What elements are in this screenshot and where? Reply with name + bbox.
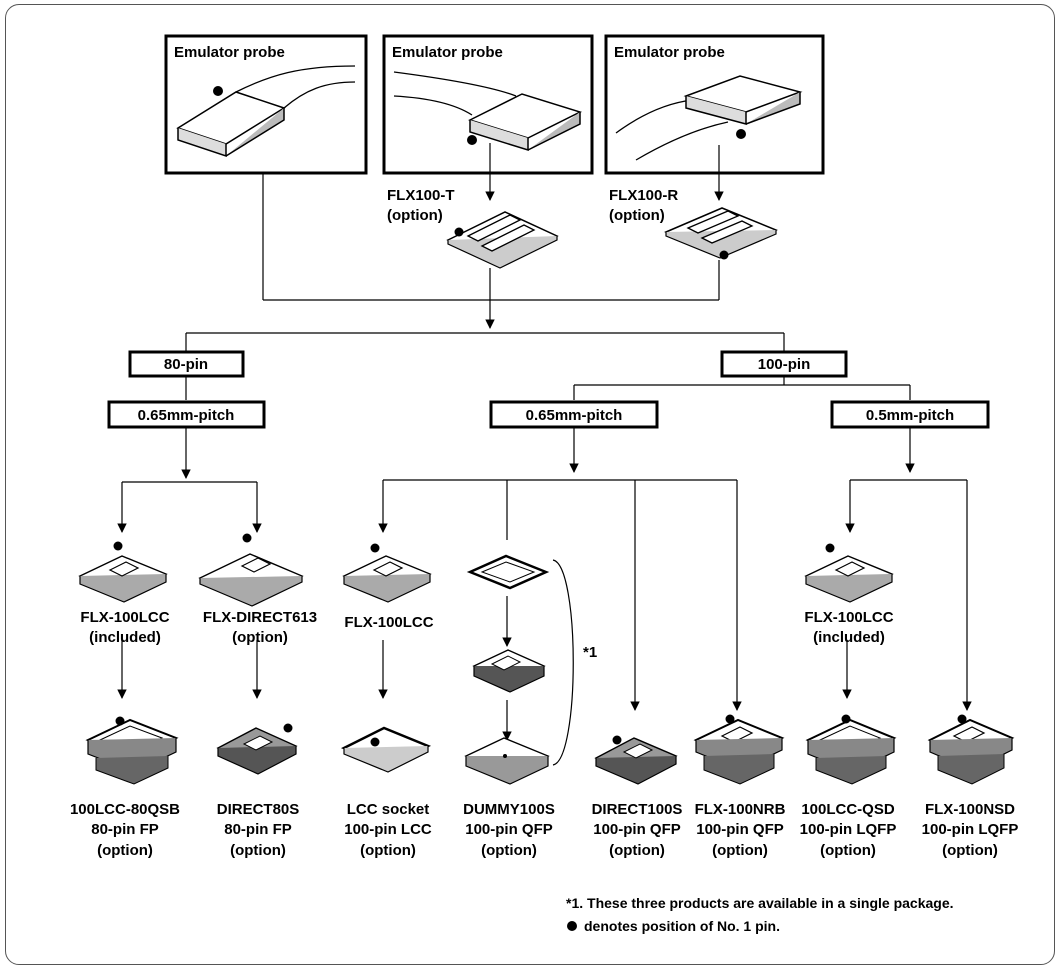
svg-text:100-pin QFP: 100-pin QFP	[465, 821, 553, 838]
pin1-dot-icon	[825, 543, 835, 553]
pitch-box-100-065: 0.65mm-pitch	[489, 400, 659, 429]
pin1-dot-icon	[213, 86, 223, 96]
adapter-name: FLX100-T	[387, 187, 455, 204]
probe-box-2: Emulator probe	[382, 34, 594, 175]
product-dummy100s: DUMMY100S 100-pin QFP (option)	[463, 737, 555, 859]
adapter-note: (option)	[609, 207, 665, 224]
svg-text:(option): (option)	[230, 842, 286, 859]
probe-box-1: Emulator probe	[164, 34, 368, 175]
svg-text:100-pin LQFP: 100-pin LQFP	[800, 821, 897, 838]
pin1-dot-icon	[841, 714, 851, 724]
converter-flx100lcc-100: FLX-100LCC	[342, 543, 434, 631]
pin1-dot-icon	[242, 533, 252, 543]
pin1-dot-icon	[719, 250, 729, 260]
probe-illustration	[176, 65, 356, 158]
svg-text:100-pin: 100-pin	[758, 356, 811, 373]
dummy-socket-part	[472, 649, 546, 693]
svg-text:(option): (option)	[820, 842, 876, 859]
svg-text:(option): (option)	[360, 842, 416, 859]
pin1-dot-icon	[113, 541, 123, 551]
pin1-dot-icon	[567, 921, 577, 931]
adapter-flx100r: FLX100-R (option)	[609, 187, 778, 260]
svg-text:80-pin: 80-pin	[164, 356, 208, 373]
svg-text:DIRECT80S: DIRECT80S	[217, 801, 300, 818]
svg-text:FLX-100LCC: FLX-100LCC	[80, 609, 169, 626]
svg-text:LCC socket: LCC socket	[347, 801, 430, 818]
svg-text:FLX-100LCC: FLX-100LCC	[344, 614, 433, 631]
svg-text:(option): (option)	[232, 629, 288, 646]
probe-illustration	[393, 71, 583, 152]
probe-illustration	[615, 75, 803, 161]
svg-text:(included): (included)	[89, 629, 161, 646]
svg-text:100-pin LQFP: 100-pin LQFP	[922, 821, 1019, 838]
pin1-dot-icon	[370, 543, 380, 553]
svg-text:DUMMY100S: DUMMY100S	[463, 801, 555, 818]
svg-text:DIRECT100S: DIRECT100S	[592, 801, 683, 818]
product-100lcc-80qsb: 100LCC-80QSB 80-pin FP (option)	[70, 716, 180, 859]
product-lcc-socket: LCC socket 100-pin LCC (option)	[340, 726, 432, 859]
svg-text:FLX-100NSD: FLX-100NSD	[925, 801, 1015, 818]
converter-flx100lcc-05: FLX-100LCC (included)	[804, 543, 894, 646]
svg-text:0.65mm-pitch: 0.65mm-pitch	[138, 407, 235, 424]
product-flx-100nsd: FLX-100NSD 100-pin LQFP (option)	[922, 714, 1019, 859]
svg-text:100-pin LCC: 100-pin LCC	[344, 821, 432, 838]
footnotes: *1. These three products are available i…	[566, 895, 954, 934]
svg-text:(option): (option)	[97, 842, 153, 859]
converter-flx-direct613: FLX-DIRECT613 (option)	[198, 533, 317, 646]
svg-text:100-pin QFP: 100-pin QFP	[593, 821, 681, 838]
svg-text:0.65mm-pitch: 0.65mm-pitch	[526, 407, 623, 424]
pin1-dot-icon	[957, 714, 967, 724]
connector-lines	[117, 143, 972, 766]
svg-text:100LCC-80QSB: 100LCC-80QSB	[70, 801, 180, 818]
svg-text:(option): (option)	[942, 842, 998, 859]
probe-label: Emulator probe	[174, 44, 285, 61]
pin1-dot-icon	[725, 714, 735, 724]
pin1-dot-icon	[736, 129, 746, 139]
svg-text:(included): (included)	[813, 629, 885, 646]
product-100lcc-qsd: 100LCC-QSD 100-pin LQFP (option)	[800, 714, 897, 859]
pin1-dot-icon	[283, 723, 293, 733]
pin1-dot-icon	[612, 735, 622, 745]
footnote-single-package: *1. These three products are available i…	[566, 895, 954, 911]
pin-box-100: 100-pin	[720, 350, 848, 378]
product-direct80s: DIRECT80S 80-pin FP (option)	[216, 723, 300, 859]
svg-text:(option): (option)	[712, 842, 768, 859]
svg-text:FLX-100NRB: FLX-100NRB	[695, 801, 786, 818]
svg-text:FLX-DIRECT613: FLX-DIRECT613	[203, 609, 317, 626]
probe-label: Emulator probe	[614, 44, 725, 61]
dummy-frame-part	[466, 554, 550, 590]
svg-text:80-pin FP: 80-pin FP	[91, 821, 159, 838]
pitch-box-80-065: 0.65mm-pitch	[107, 400, 266, 429]
pin1-dot-icon	[454, 227, 464, 237]
bracket-label: *1	[583, 644, 597, 661]
diagram-frame	[5, 4, 1055, 965]
probe-box-3: Emulator probe	[604, 34, 825, 175]
svg-text:80-pin FP: 80-pin FP	[224, 821, 292, 838]
pin1-dot-icon	[370, 737, 380, 747]
pin-box-80: 80-pin	[128, 350, 245, 378]
svg-text:(option): (option)	[481, 842, 537, 859]
product-direct100s: DIRECT100S 100-pin QFP (option)	[592, 735, 683, 859]
converter-flx100lcc-80: FLX-100LCC (included)	[78, 541, 170, 646]
adapter-name: FLX100-R	[609, 187, 678, 204]
pin1-dot-icon	[115, 716, 125, 726]
product-flx-100nrb: FLX-100NRB 100-pin QFP (option)	[693, 714, 786, 859]
svg-text:0.5mm-pitch: 0.5mm-pitch	[866, 407, 954, 424]
adapter-flx100t: FLX100-T (option)	[387, 187, 559, 269]
pitch-box-100-05: 0.5mm-pitch	[830, 400, 990, 429]
svg-text:(option): (option)	[609, 842, 665, 859]
svg-text:100-pin QFP: 100-pin QFP	[696, 821, 784, 838]
probe-label: Emulator probe	[392, 44, 503, 61]
adapter-note: (option)	[387, 207, 443, 224]
svg-text:FLX-100LCC: FLX-100LCC	[804, 609, 893, 626]
pin1-dot-icon	[467, 135, 477, 145]
svg-text:100LCC-QSD: 100LCC-QSD	[801, 801, 895, 818]
footnote-pin1: denotes position of No. 1 pin.	[584, 918, 780, 934]
